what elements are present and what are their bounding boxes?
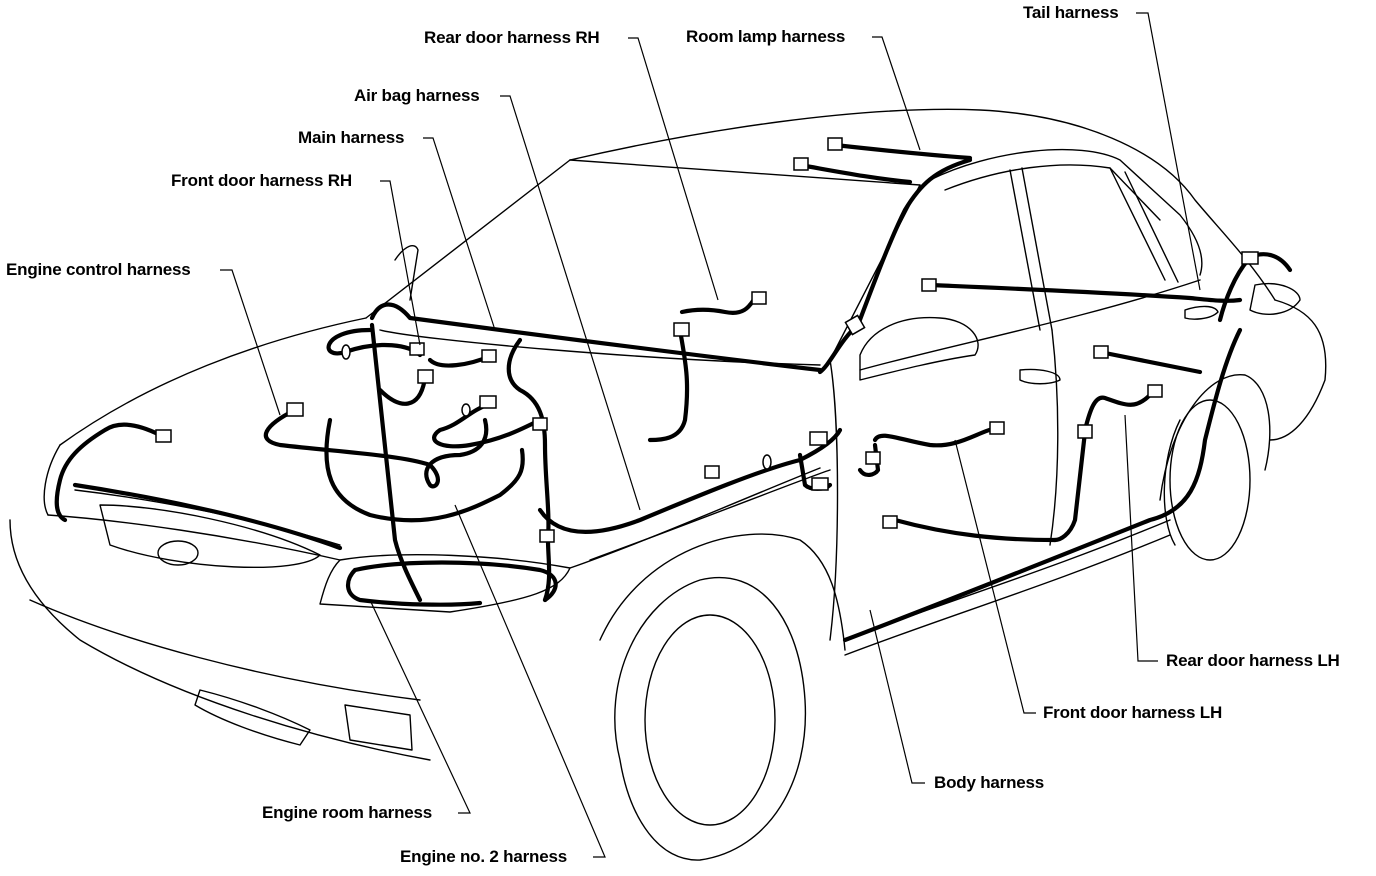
connector-m — [811, 477, 829, 491]
connector-h — [539, 529, 555, 543]
connector-f — [479, 395, 497, 409]
connectors — [155, 137, 1259, 543]
connector-t — [921, 278, 937, 292]
connector-e — [481, 349, 497, 363]
connector-p — [882, 515, 898, 529]
label-engine-room-harness: Engine room harness — [262, 803, 433, 822]
connector-k — [751, 291, 767, 305]
label-air-bag-harness: Air bag harness — [354, 86, 480, 105]
car-body-outline — [9, 108, 1327, 861]
connector-c — [409, 342, 425, 356]
connector-i — [704, 465, 720, 479]
connector-b — [155, 429, 172, 443]
leader-lines — [220, 12, 1201, 858]
label-main-harness: Main harness — [298, 128, 405, 147]
connector-v — [827, 137, 843, 151]
label-tail-harness: Tail harness — [1023, 3, 1119, 22]
connector-j — [673, 322, 690, 337]
grommet-a — [341, 344, 351, 360]
connector-r — [1147, 384, 1163, 398]
connector-s — [1093, 345, 1109, 359]
connector-g — [532, 417, 548, 431]
label-room-lamp-harness: Room lamp harness — [686, 27, 846, 46]
label-engine-no2-harness: Engine no. 2 harness — [400, 847, 567, 866]
connector-o — [989, 421, 1005, 435]
grommet-c — [762, 454, 772, 470]
label-rear-door-harness-lh: Rear door harness LH — [1166, 651, 1340, 670]
grommet-b — [461, 403, 471, 417]
label-rear-door-harness-rh: Rear door harness RH — [424, 28, 600, 47]
connector-w — [793, 157, 809, 171]
connector-u — [1241, 251, 1259, 265]
connector-d — [417, 369, 434, 384]
label-front-door-harness-lh: Front door harness LH — [1043, 703, 1223, 722]
label-front-door-harness-rh: Front door harness RH — [171, 171, 352, 190]
connector-q — [1077, 424, 1093, 439]
connector-x — [844, 314, 866, 336]
connector-l — [809, 431, 828, 446]
connector-a — [286, 402, 304, 417]
harness-wires — [54, 142, 1293, 643]
connector-n — [865, 451, 881, 465]
label-engine-control-harness: Engine control harness — [6, 260, 191, 279]
label-body-harness: Body harness — [934, 773, 1045, 792]
